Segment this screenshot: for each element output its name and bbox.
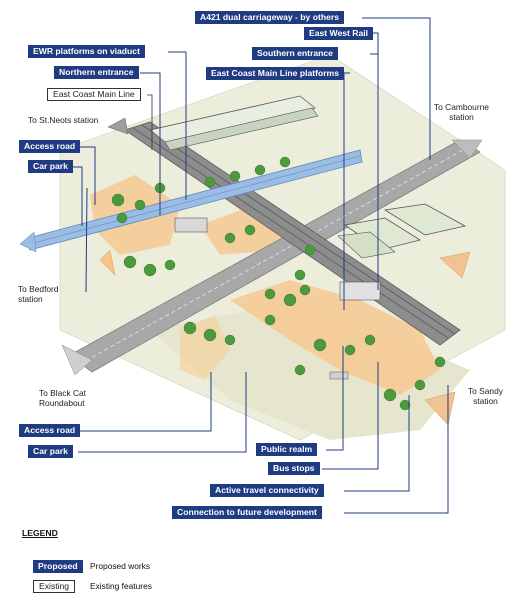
legend-proposed-desc: Proposed works: [90, 561, 151, 571]
label-northern-entrance: Northern entrance: [54, 66, 139, 79]
northern-entrance-building: [174, 217, 208, 233]
ecml-canopy-2: [383, 203, 467, 236]
label-active-travel: Active travel connectivity: [210, 484, 324, 497]
trees: [111, 156, 446, 411]
label-east-coast-main-line: East Coast Main Line: [47, 88, 141, 101]
ecml-track-2: [141, 124, 456, 335]
dest-bedford-line1: To Bedford: [18, 284, 59, 294]
dest-bedford-line2: station: [18, 294, 43, 304]
a421-arrow-east: [451, 139, 483, 159]
ecml-canopy-3: [337, 231, 396, 259]
label-car-park-left: Car park: [28, 160, 73, 173]
dest-sandy-line1: To Sandy: [468, 386, 503, 396]
legend-existing-key: Existing: [33, 580, 76, 593]
ewr-track: [29, 155, 361, 245]
label-public-realm: Public realm: [256, 443, 318, 456]
dest-cambourne-line2: station: [449, 112, 474, 122]
dest-black-cat-line2: Roundabout: [39, 398, 85, 408]
label-access-road-left: Access road: [19, 140, 81, 153]
label-a421: A421 dual carriageway - by others: [195, 11, 344, 24]
arrow-to-bedford: [19, 231, 37, 253]
arrow-to-cambourne: [439, 251, 471, 279]
legend-existing-desc: Existing features: [90, 581, 152, 591]
label-bus-stops: Bus stops: [268, 462, 320, 475]
dest-bedford: To Bedford station: [18, 284, 59, 304]
dest-sandy-line2: station: [473, 396, 498, 406]
a421-centre-line: [79, 145, 471, 365]
label-ecml-platforms: East Coast Main Line platforms: [206, 67, 344, 80]
label-car-park-bottom: Car park: [28, 445, 73, 458]
leader-lines-existing: [147, 94, 153, 150]
arrow-to-st-neots: [107, 117, 129, 135]
ewr-canopy-2: [164, 107, 319, 151]
dest-cambourne-line1: To Cambourne: [434, 102, 489, 112]
arrow-to-black-cat: [61, 344, 93, 376]
bus-shelter: [329, 371, 349, 380]
dest-sandy: To Sandy station: [468, 386, 503, 406]
arrow-north-approach: [99, 249, 116, 276]
dest-cambourne: To Cambourne station: [434, 102, 489, 122]
legend-proposed-key: Proposed: [33, 560, 83, 573]
southern-entrance-building: [339, 281, 381, 301]
legend-title: LEGEND: [22, 528, 58, 538]
label-southern-entrance: Southern entrance: [252, 47, 338, 60]
label-east-west-rail: East West Rail: [304, 27, 374, 40]
dest-st-neots: To St.Neots station: [28, 115, 99, 125]
label-ewr-platforms-viaduct: EWR platforms on viaduct: [28, 45, 145, 58]
development-zone-south: [230, 280, 440, 395]
label-access-road-bottom: Access road: [19, 424, 81, 437]
dest-black-cat-line1: To Black Cat: [39, 388, 87, 398]
label-future-development: Connection to future development: [172, 506, 322, 519]
dest-black-cat: To Black Cat Roundabout: [39, 388, 86, 408]
